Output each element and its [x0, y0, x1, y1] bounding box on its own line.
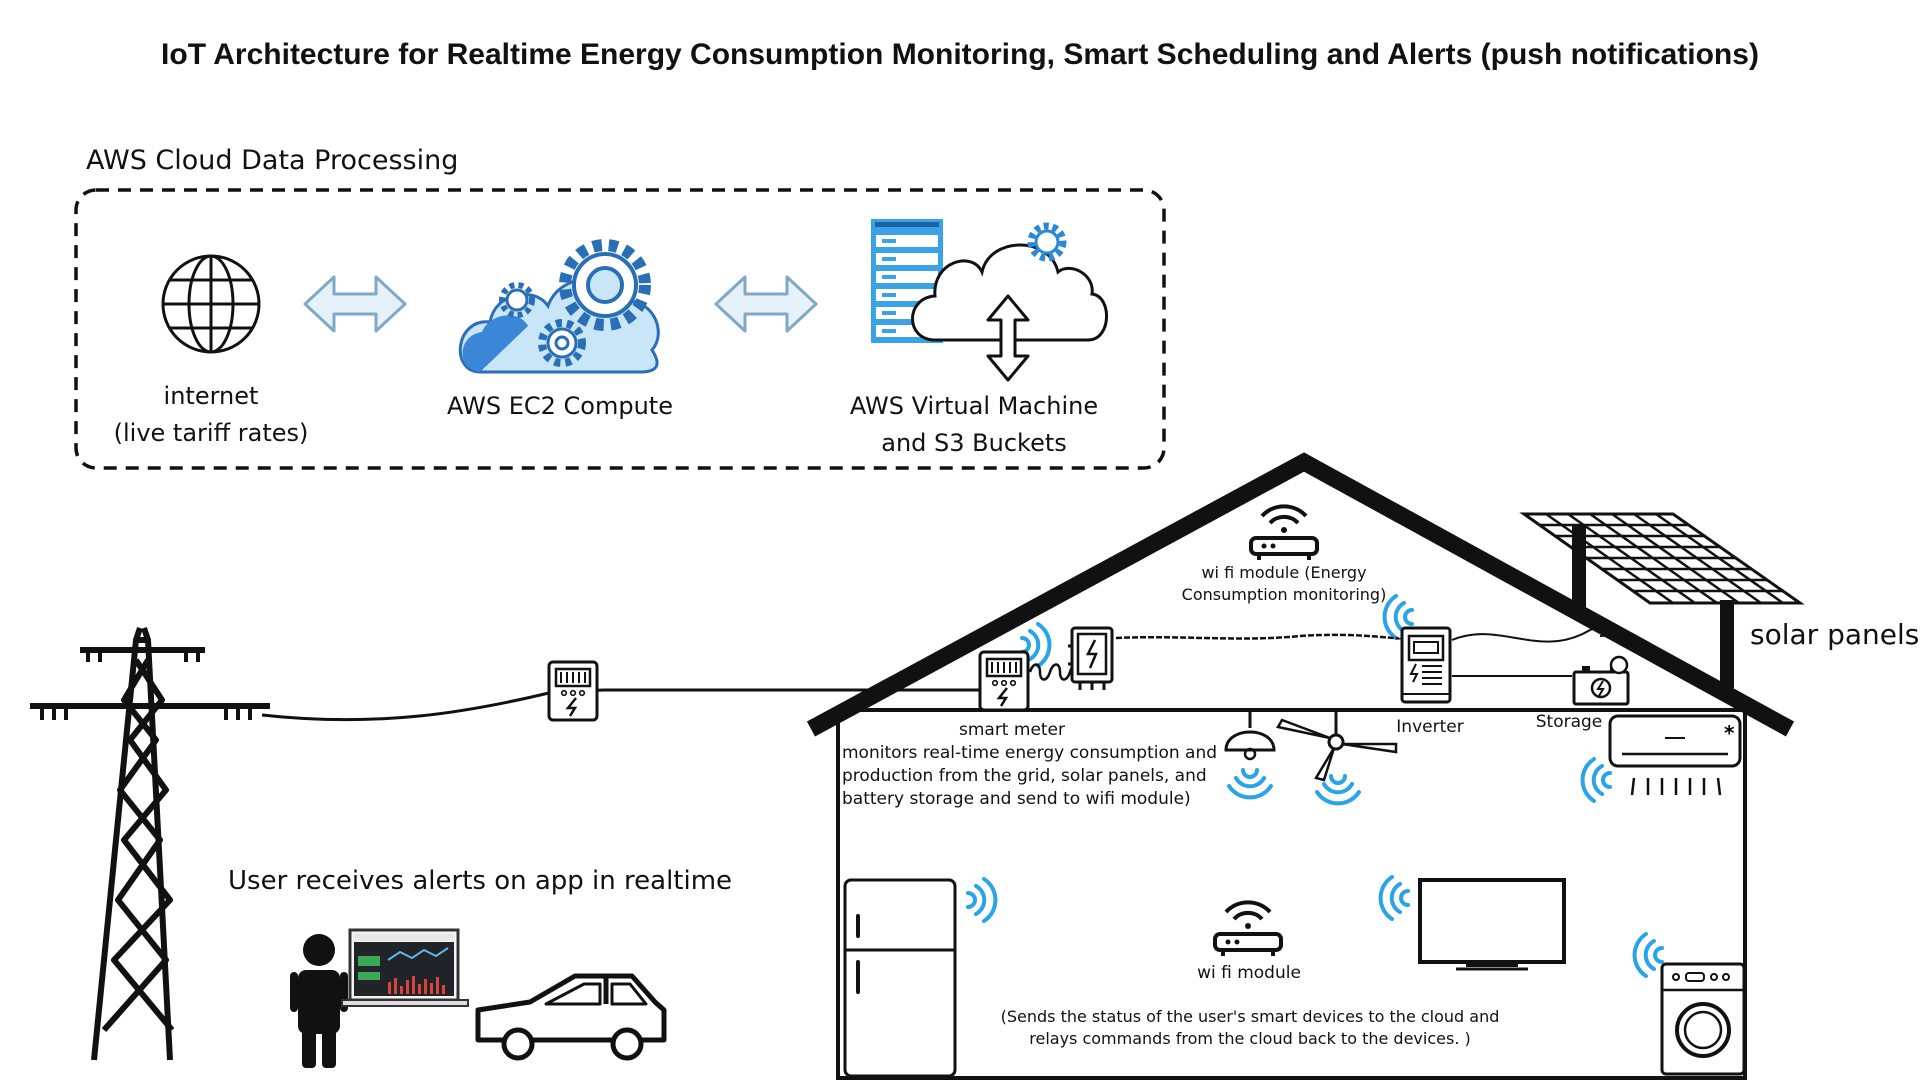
wifi-signal-icon — [966, 877, 998, 923]
wifi-router-icon — [1249, 504, 1319, 562]
washing-machine-icon — [1660, 962, 1746, 1076]
power-line — [261, 688, 980, 722]
refrigerator-icon — [843, 878, 957, 1078]
wifi-signal-icon — [1227, 768, 1273, 800]
attic-wifi-label: wi fi module (Energy Consumption monitor… — [1181, 563, 1387, 604]
ec2-label: AWS EC2 Compute — [447, 392, 673, 420]
house-roof — [806, 452, 1795, 737]
inverter-label: Inverter — [1396, 717, 1464, 737]
user-alert-label: User receives alerts on app in realtime — [228, 866, 733, 896]
wifi-module-description: (Sends the status of the user's smart de… — [1000, 1007, 1500, 1048]
wifi-signal-icon — [1632, 932, 1664, 978]
solar-panel-icon — [1519, 512, 1805, 688]
server-icon — [871, 219, 943, 343]
breaker-box-icon — [1068, 626, 1114, 690]
ceiling-lamp-icon — [1224, 710, 1276, 761]
smart-meter-label: smart meter monitors real-time energy co… — [842, 720, 1218, 809]
gear-icon — [1027, 222, 1067, 262]
wifi-router-icon — [1213, 900, 1283, 958]
svg-text:*: * — [1724, 721, 1735, 745]
inverter-icon — [1400, 626, 1452, 704]
wire — [1451, 624, 1622, 643]
person-icon — [290, 934, 348, 1068]
wifi-signal-icon — [1378, 875, 1410, 921]
television-icon — [1418, 878, 1566, 971]
solar-panels-label: solar panels — [1750, 618, 1920, 651]
globe-icon — [161, 254, 261, 354]
double-arrow-icon — [303, 275, 407, 333]
vm-s3-label: AWS Virtual Machine and S3 Buckets — [849, 392, 1099, 457]
laptop-dashboard-icon — [341, 928, 469, 1007]
page-title: IoT Architecture for Realtime Energy Con… — [161, 38, 1759, 71]
aws-cloud-boundary — [74, 188, 1166, 470]
wifi-signal-icon — [1580, 757, 1612, 803]
cloud-section-heading: AWS Cloud Data Processing — [86, 145, 459, 176]
wifi-module-label: wi fi module — [1197, 963, 1301, 983]
cloud-upload-download-icon — [911, 243, 1108, 382]
grid-meter-icon — [547, 660, 599, 722]
double-arrow-icon — [714, 275, 818, 333]
transmission-tower-icon — [30, 627, 270, 1061]
storage-label: Storage — [1535, 712, 1603, 732]
insulator-icon — [40, 650, 252, 720]
air-conditioner-icon: * — [1608, 714, 1742, 796]
smart-meter-icon — [978, 650, 1030, 712]
car-icon — [475, 973, 667, 1061]
battery-storage-icon — [1572, 655, 1630, 706]
wire — [1115, 633, 1402, 640]
cloud-gears-icon — [458, 239, 660, 374]
ceiling-fan-icon — [1276, 710, 1398, 782]
internet-label: internet (live tariff rates) — [113, 382, 309, 447]
